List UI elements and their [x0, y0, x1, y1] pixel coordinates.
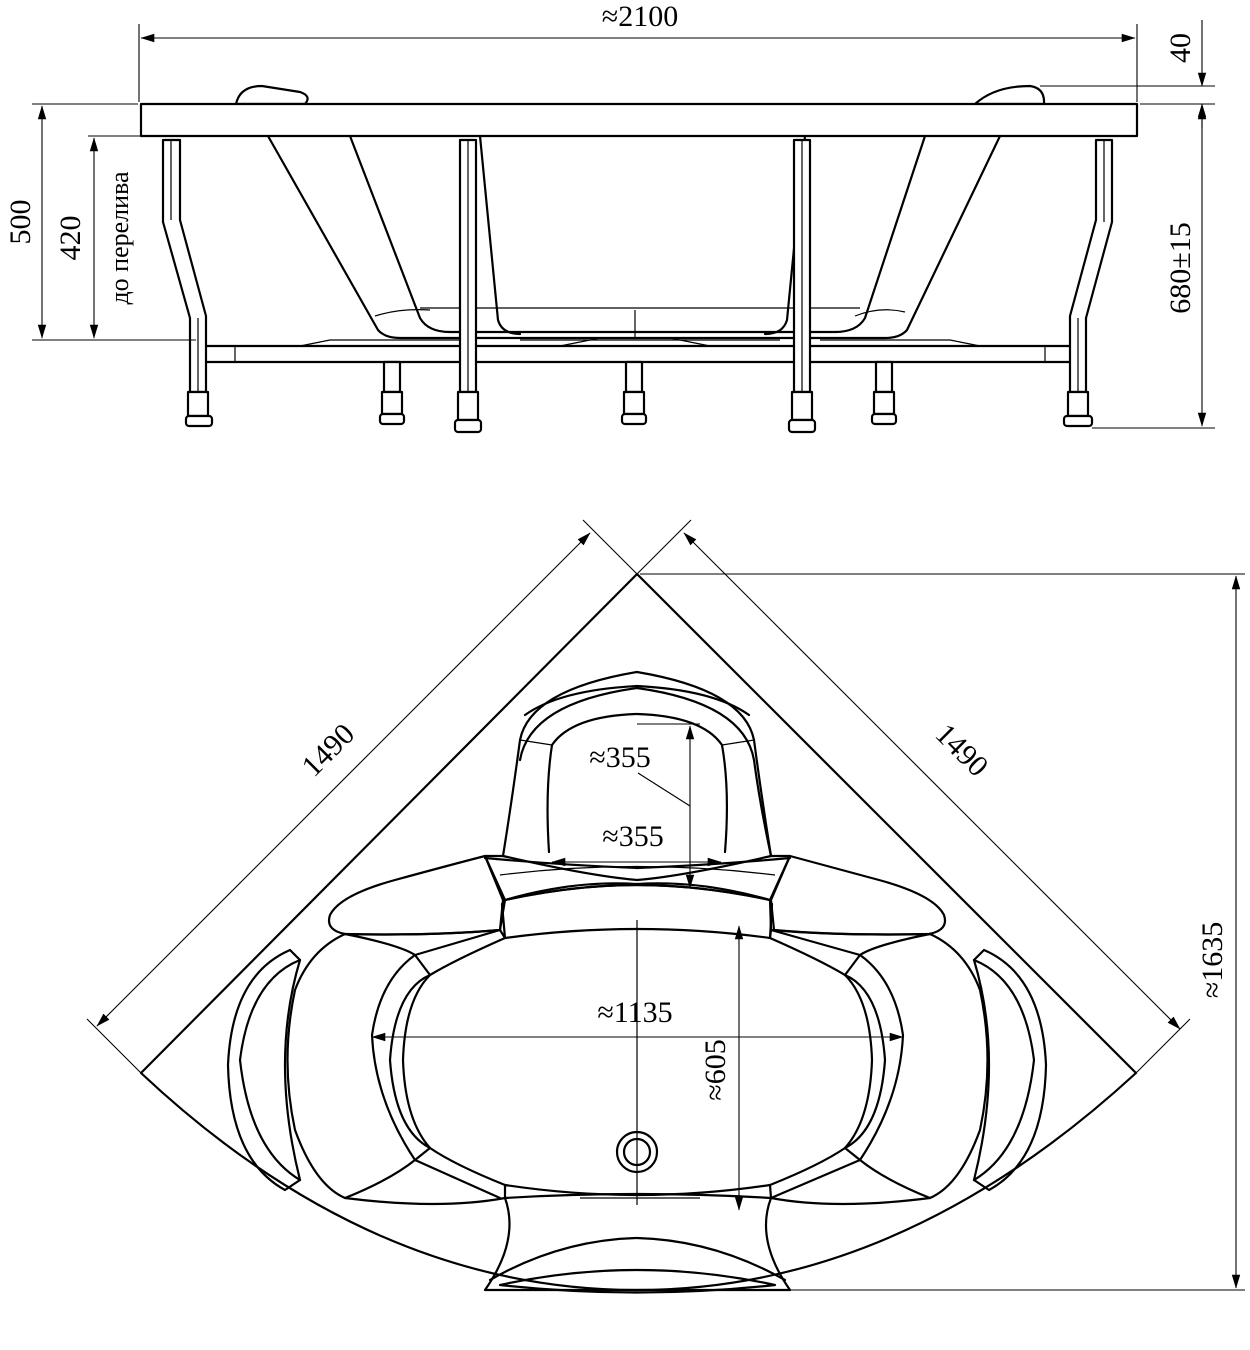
top-view: 1490 1490 ≈1635 ≈355 ≈355	[86, 519, 1245, 1294]
dim-side-left: 1490	[86, 519, 638, 1074]
total-length-label: ≈2100	[602, 0, 678, 33]
total-height-label: 680±15	[1164, 222, 1197, 313]
headrest-right	[973, 84, 1046, 106]
drain	[615, 1130, 659, 1174]
basin-outer-ring	[286, 883, 989, 1292]
tub-rim	[139, 102, 1139, 138]
tub-outline	[139, 572, 1138, 1292]
overflow-height-label: 420	[54, 216, 87, 261]
tub-body	[234, 84, 1046, 340]
dim-diagonal-depth: ≈1635	[640, 573, 1245, 1291]
seat-width-label: ≈355	[602, 820, 663, 853]
right-ledge	[769, 854, 947, 936]
legs	[161, 138, 1114, 434]
side-left-label: 1490	[295, 717, 361, 783]
left-ledge	[327, 854, 505, 936]
frame	[196, 337, 1080, 364]
side-right-label: 1490	[929, 717, 995, 783]
dim-seat-width: ≈355	[551, 820, 722, 867]
dim-seat-depth: ≈355	[589, 723, 700, 889]
dim-total-height: 680±15	[1092, 103, 1215, 429]
dim-overflow: 420 до перелива	[54, 135, 160, 339]
headrest-left	[234, 84, 309, 106]
overflow-caption: до перелива	[105, 171, 134, 305]
dim-rim-thickness: 40	[1040, 20, 1215, 128]
seat-depth-label: ≈355	[589, 741, 650, 774]
rim-thickness-label: 40	[1164, 33, 1197, 63]
basin-width-label: ≈1135	[597, 996, 672, 1029]
dim-side-right: 1490	[636, 519, 1191, 1074]
dim-basin-width: ≈1135	[371, 996, 904, 1042]
dim-total-length: ≈2100	[138, 0, 1138, 102]
basin-depth-label: ≈605	[699, 1039, 732, 1100]
diagonal-depth-label: ≈1635	[1196, 922, 1229, 998]
height-500-label: 500	[4, 200, 37, 245]
side-view: ≈2100 40 680±15 500 420	[4, 0, 1215, 434]
dim-basin-depth: ≈605	[699, 925, 744, 1211]
corner-seat	[483, 670, 792, 902]
dim-height-500: 500	[4, 103, 196, 341]
